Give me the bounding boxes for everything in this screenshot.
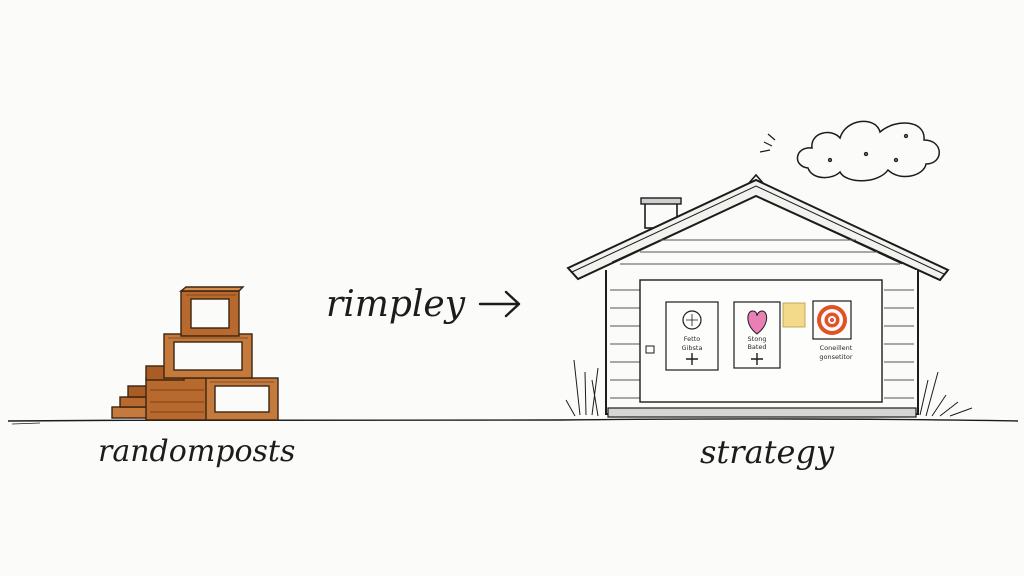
box-stack bbox=[111, 286, 279, 421]
poster-card-3-line2: gonsetitor bbox=[819, 353, 852, 361]
poster-card-2-line2: Bated bbox=[747, 343, 766, 351]
poster-card-1: Fetto Gibsta bbox=[665, 301, 719, 371]
plus-icon bbox=[686, 353, 698, 365]
poster-card-1-line1: Fetto bbox=[684, 335, 700, 343]
poster-card-2-line1: Stong bbox=[748, 335, 767, 343]
poster-card-3-line1: Coneillent bbox=[820, 344, 853, 352]
label-rimpley: rimpley bbox=[326, 284, 466, 325]
label-randomposts: randomposts bbox=[98, 434, 295, 469]
poster-card-3: Coneillent gonsetitor bbox=[812, 300, 853, 361]
label-strategy: strategy bbox=[700, 433, 835, 471]
target-icon bbox=[817, 305, 847, 335]
plus-icon bbox=[751, 353, 763, 365]
heart-icon bbox=[747, 310, 768, 335]
house bbox=[566, 173, 950, 418]
poster-card-1-line2: Gibsta bbox=[682, 344, 703, 352]
sticky-note bbox=[782, 302, 806, 328]
grass bbox=[565, 359, 973, 417]
arrow-right-icon bbox=[478, 290, 521, 318]
cloud-icon bbox=[759, 120, 940, 182]
poster-card-2: Stong Bated bbox=[733, 301, 781, 369]
